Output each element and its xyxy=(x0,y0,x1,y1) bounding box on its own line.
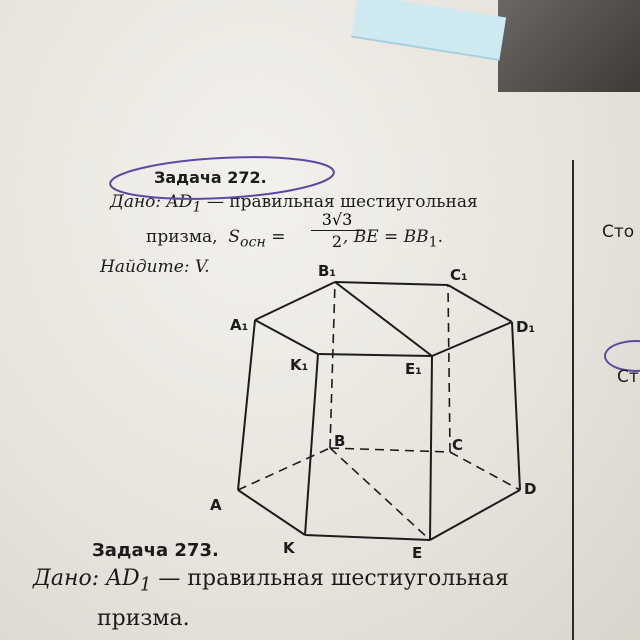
area-symbol: S xyxy=(228,227,241,247)
pen-circle-mark xyxy=(109,156,335,200)
problem-272-conditions: призма, Sосн = , BE = BB1. xyxy=(146,227,443,250)
edge-a1b1 xyxy=(254,281,336,321)
right-column-fragment-2: Ст xyxy=(617,367,639,387)
right-column-fragment-1: Сто xyxy=(602,222,635,242)
diagonal-be-hidden xyxy=(329,447,431,541)
edge-ed xyxy=(429,489,521,541)
edge-bc-hidden xyxy=(329,447,451,453)
problem-273-title: Задача 273. xyxy=(92,540,219,561)
condition-end: . xyxy=(437,227,444,247)
given2-subscript: 1 xyxy=(139,574,152,596)
area-subscript: осн xyxy=(240,234,266,251)
edge-ee1 xyxy=(429,355,433,541)
fraction-denominator: 2 xyxy=(331,232,343,251)
edge-ak xyxy=(237,489,306,536)
vertex-label-e: E xyxy=(412,544,422,562)
edge-e1k1 xyxy=(317,353,433,357)
edge-kk1 xyxy=(304,353,319,536)
edge-ke xyxy=(304,534,431,541)
condition-subscript: 1 xyxy=(428,234,438,251)
edge-dd1 xyxy=(511,321,521,491)
vertex-label-k1: K₁ xyxy=(290,356,308,374)
vertex-label-a: A xyxy=(210,496,222,514)
given2-label: Дано: xyxy=(33,566,100,591)
hidden-edges xyxy=(237,281,521,541)
given-subscript: 1 xyxy=(192,199,202,216)
area-fraction: 3√3 2 xyxy=(311,210,363,251)
problem-273-prism: призма. xyxy=(97,606,190,631)
problem-272-find: Найдите: V. xyxy=(100,257,210,277)
fraction-numerator: 3√3 xyxy=(311,210,363,231)
column-divider xyxy=(572,160,574,640)
problem-272-given: Дано: AD1 — правильная шестиугольная xyxy=(110,192,478,215)
find-value: V. xyxy=(194,257,210,277)
vertex-label-d1: D₁ xyxy=(516,318,535,336)
prism-word: призма, xyxy=(146,227,218,247)
edge-b1c1 xyxy=(334,281,449,286)
edge-cd-hidden xyxy=(449,451,521,491)
edge-cc1-hidden xyxy=(447,284,451,453)
given2-description: — правильная шестиугольная xyxy=(158,566,509,591)
problem-272-title: Задача 272. xyxy=(154,168,267,187)
hexagonal-prism-diagram xyxy=(237,281,521,541)
edge-k1a1 xyxy=(254,319,319,355)
edge-d1e1 xyxy=(431,321,513,357)
vertex-label-k: K xyxy=(283,539,296,557)
vertex-label-b1: B₁ xyxy=(318,262,336,280)
diagonal-b1e1 xyxy=(334,281,433,357)
vertex-label-c: C xyxy=(452,436,463,454)
edge-bb1-hidden xyxy=(329,281,336,449)
vertex-label-a1: A₁ xyxy=(230,316,248,334)
vertex-label-d: D xyxy=(524,480,536,498)
given2-object: AD xyxy=(106,566,140,591)
vertex-label-e1: E₁ xyxy=(405,360,422,378)
vertex-label-b: B xyxy=(334,432,345,450)
problem-273-given: Дано: AD1 — правильная шестиугольная xyxy=(33,566,509,595)
condition-text: , BE = BB xyxy=(342,227,429,247)
edge-aa1 xyxy=(237,319,256,491)
edge-ab-hidden xyxy=(237,447,331,491)
given-description: — правильная шестиугольная xyxy=(206,192,478,212)
vertex-label-c1: C₁ xyxy=(450,266,468,284)
edge-c1d1 xyxy=(447,284,513,323)
gray-card-corner xyxy=(498,0,640,92)
equals-sign: = xyxy=(271,227,286,247)
find-label: Найдите: xyxy=(100,257,190,277)
given-object: AD xyxy=(166,192,193,212)
